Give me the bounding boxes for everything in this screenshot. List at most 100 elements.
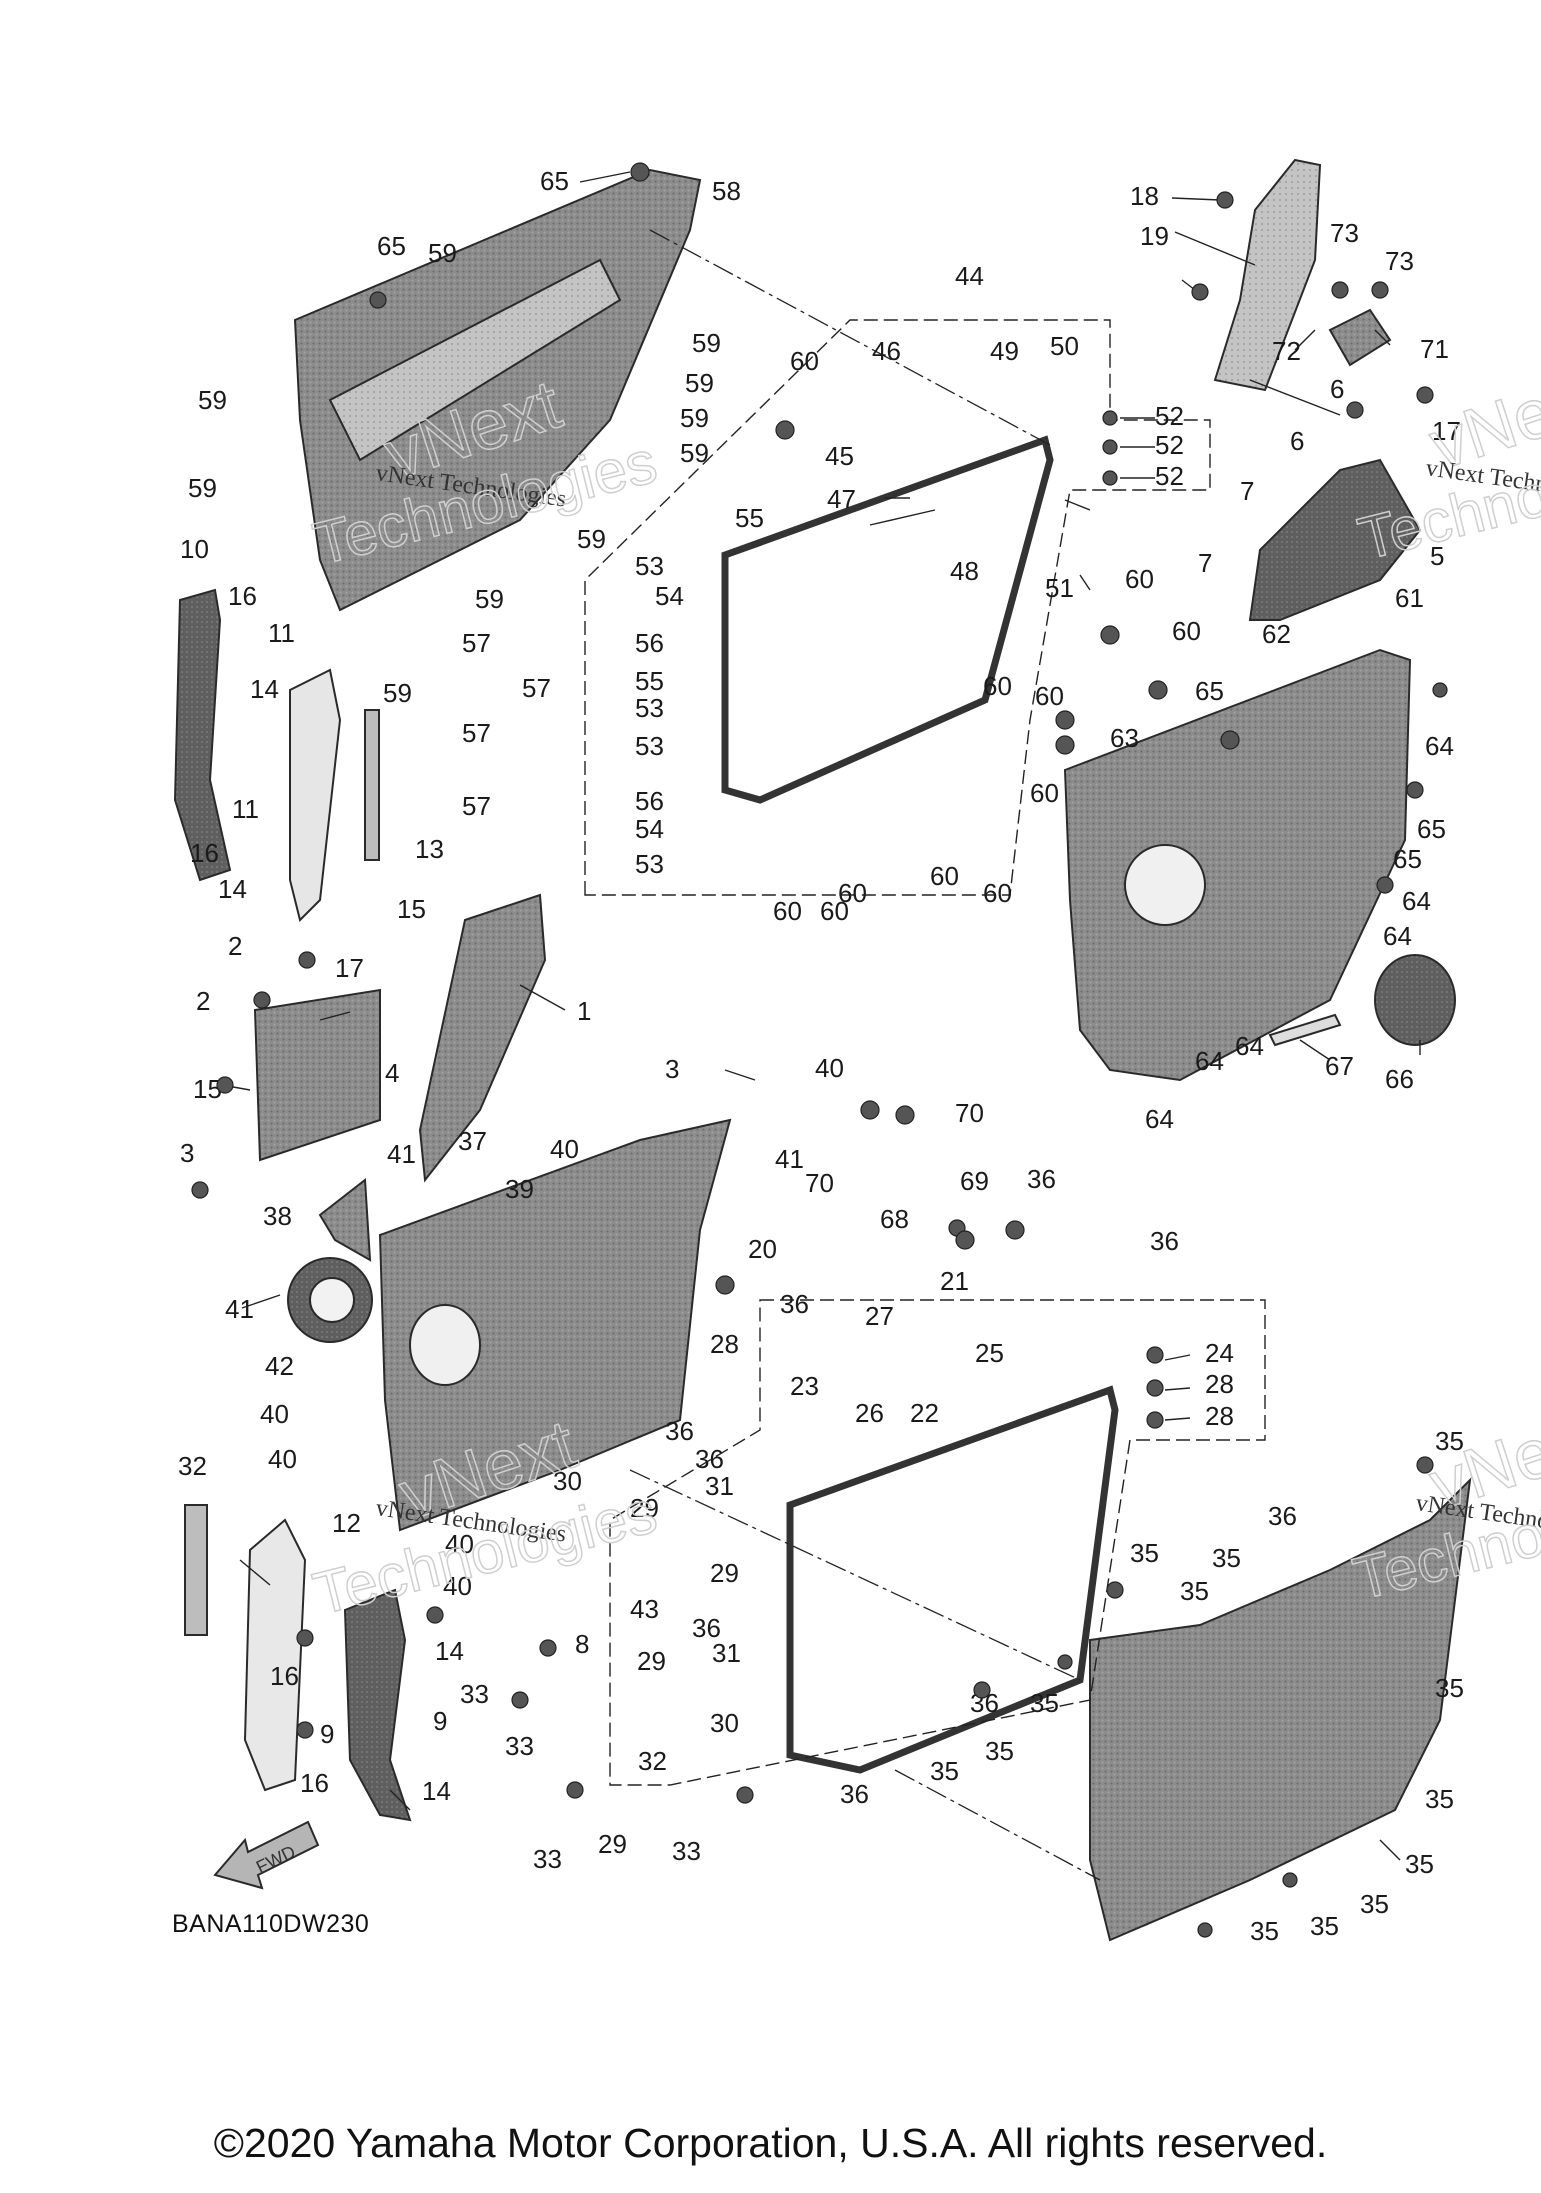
- callout: 64: [1402, 886, 1431, 916]
- callout: 64: [1145, 1104, 1174, 1134]
- callout: 29: [630, 1493, 659, 1523]
- callout: 44: [955, 261, 984, 291]
- callout: 53: [635, 731, 664, 761]
- bracket-71: [1328, 308, 1392, 367]
- callout: 59: [685, 368, 714, 398]
- callout: 16: [190, 838, 219, 868]
- callout: 70: [955, 1098, 984, 1128]
- callout: 59: [383, 678, 412, 708]
- callout: 40: [268, 1444, 297, 1474]
- door-frame-upper: [721, 435, 1054, 804]
- callout: 40: [445, 1529, 474, 1559]
- callout: 7: [1240, 476, 1254, 506]
- callout: 52: [1155, 461, 1184, 491]
- callout: 23: [790, 1371, 819, 1401]
- callout: 11: [232, 794, 259, 824]
- callout: 35: [1250, 1916, 1279, 1946]
- door-speaker-opening: [409, 1304, 481, 1386]
- rail-13: [364, 709, 380, 861]
- callout: 36: [665, 1416, 694, 1446]
- cover-19: [1213, 158, 1322, 392]
- leader-37-link: [629, 1469, 1081, 1681]
- callout: 33: [672, 1836, 701, 1866]
- callout: 3: [665, 1054, 679, 1084]
- callout: 40: [260, 1399, 289, 1429]
- callout: 35: [930, 1756, 959, 1786]
- callout: 64: [1383, 921, 1412, 951]
- callout: 57: [522, 673, 551, 703]
- callout: 35: [1180, 1576, 1209, 1606]
- callout: 59: [475, 584, 504, 614]
- bracket-39: [318, 1178, 372, 1262]
- callout: 42: [265, 1351, 294, 1381]
- callout: 15: [193, 1074, 222, 1104]
- callout: 29: [710, 1558, 739, 1588]
- callout: 41: [225, 1294, 254, 1324]
- callout: 2: [196, 986, 210, 1016]
- callout: 54: [635, 814, 664, 844]
- group-boundaries: [584, 229, 1266, 1881]
- callout: 60: [838, 878, 867, 908]
- callout: 55: [635, 666, 664, 696]
- callout: 35: [1212, 1543, 1241, 1573]
- callout: 35: [1030, 1688, 1059, 1718]
- callout: 11: [268, 618, 295, 648]
- callout: 49: [990, 336, 1019, 366]
- callout: 59: [198, 385, 227, 415]
- callout: 36: [1268, 1501, 1297, 1531]
- callout: 21: [940, 1266, 969, 1296]
- callout: 18: [1130, 181, 1159, 211]
- callout: 41: [775, 1144, 804, 1174]
- callout: 1: [577, 996, 591, 1026]
- callout: 59: [577, 524, 606, 554]
- fasteners: [191, 162, 1448, 1938]
- callout: 65: [540, 166, 569, 196]
- callout: 15: [397, 894, 426, 924]
- callout: 30: [553, 1466, 582, 1496]
- callout: 70: [805, 1168, 834, 1198]
- callout: 59: [188, 473, 217, 503]
- callout: 36: [695, 1444, 724, 1474]
- panel-lower-left-light: [243, 1518, 307, 1792]
- callout: 20: [748, 1234, 777, 1264]
- callout: 60: [1030, 778, 1059, 808]
- callout: 35: [1130, 1538, 1159, 1568]
- callout: 57: [462, 718, 491, 748]
- panel-4: [418, 893, 547, 1183]
- leader-34-link: [894, 1769, 1101, 1881]
- door-trim-right: [1063, 648, 1412, 1082]
- callout: 32: [638, 1746, 667, 1776]
- callout: 25: [975, 1338, 1004, 1368]
- callout: 35: [1435, 1426, 1464, 1456]
- door-frame-lower: [786, 1385, 1119, 1774]
- callout: 51: [1045, 573, 1074, 603]
- panel-10: [173, 588, 232, 882]
- callout: 65: [1195, 676, 1224, 706]
- callout: 2: [228, 931, 242, 961]
- callout: 33: [460, 1679, 489, 1709]
- callout: 7: [1198, 548, 1212, 578]
- callout: 41: [387, 1139, 416, 1169]
- callout: 65: [377, 231, 406, 261]
- group-44-boundary: [584, 319, 1211, 896]
- callout: 14: [218, 874, 247, 904]
- door-trim-upper-left-strip: [328, 258, 622, 462]
- callout: 32: [178, 1451, 207, 1481]
- callout: 36: [1150, 1226, 1179, 1256]
- door-frames: [721, 435, 1119, 1774]
- callout: 35: [1360, 1889, 1389, 1919]
- callout: 54: [655, 581, 684, 611]
- callout: 61: [1395, 583, 1424, 613]
- callout: 60: [983, 671, 1012, 701]
- callout: 36: [692, 1613, 721, 1643]
- callout: 9: [320, 1719, 334, 1749]
- callout: 12: [332, 1508, 361, 1538]
- callout: 46: [872, 336, 901, 366]
- fwd-arrow-shape: [213, 1820, 320, 1890]
- callout: 17: [335, 953, 364, 983]
- callout: 39: [505, 1174, 534, 1204]
- copyright-notice: ©2020 Yamaha Motor Corporation, U.S.A. A…: [213, 2120, 1328, 2166]
- door-trim-lower-right: [1089, 1477, 1472, 1942]
- callout: 33: [533, 1844, 562, 1874]
- callout: 57: [462, 628, 491, 658]
